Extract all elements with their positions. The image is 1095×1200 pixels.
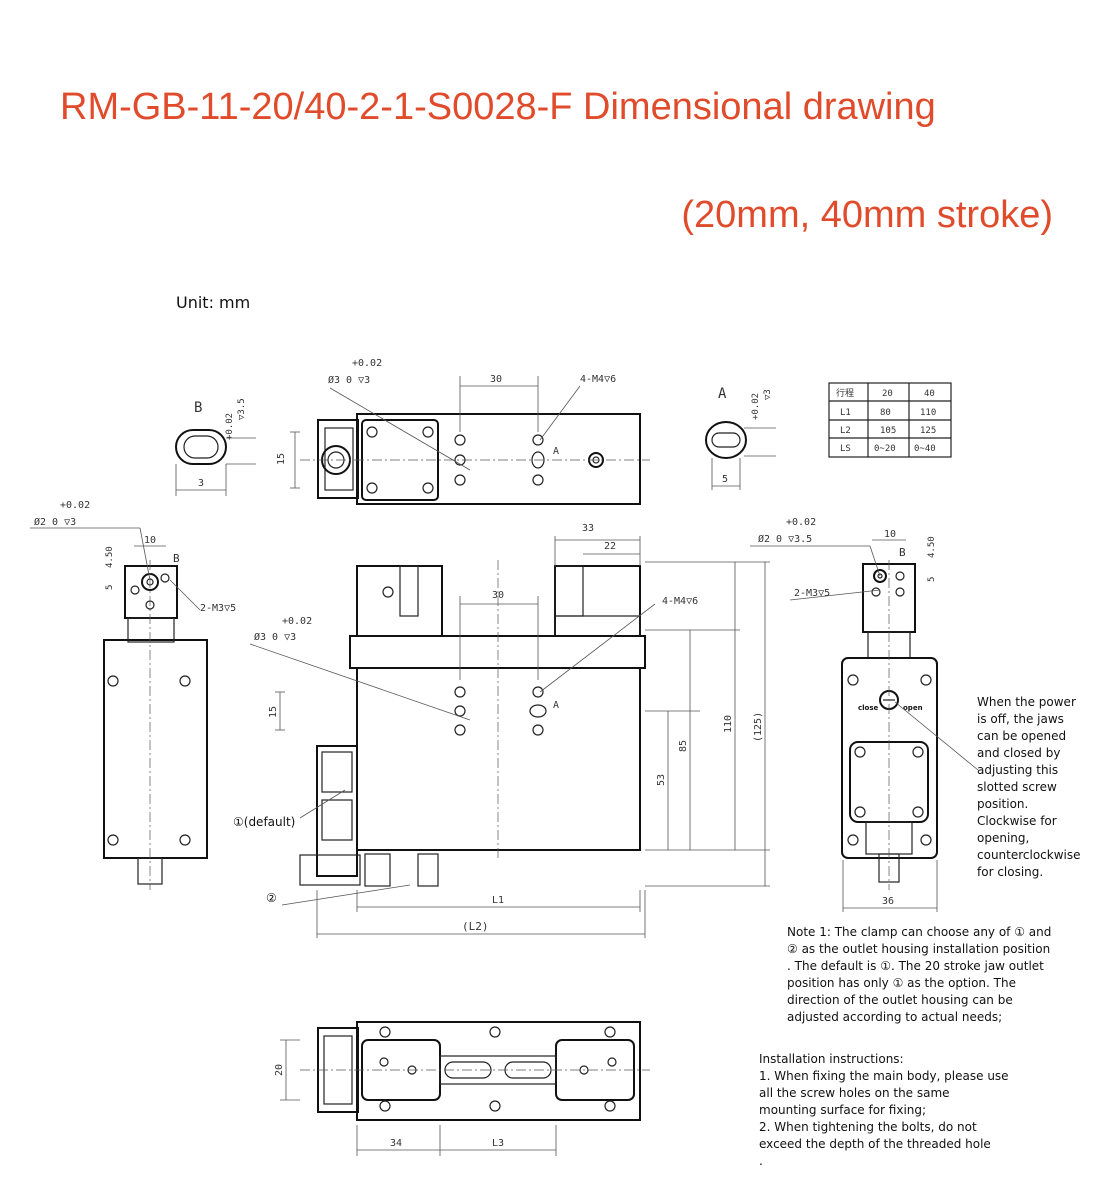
dim-l2: (L2) [462,920,489,933]
top-view: 30 4-M4▽6 +0.02 Ø3 0 ▽3 15 A [276,358,650,505]
dim-33: 33 [582,523,594,534]
stroke-table: 行程 20 40 L1 80 110 L2 105 125 LS 0~20 0~… [828,382,952,458]
note-1: Note 1: The clamp can choose any of ① an… [787,925,1052,1024]
dim-450-right: 4.50 [927,536,937,558]
table-cell: L1 [840,408,851,418]
label-open: open [903,704,923,712]
dim-5-right: 5 [927,577,937,582]
dim-30-top: 30 [490,374,502,385]
dim-53: 53 [656,774,667,786]
table-cell: L2 [840,426,851,436]
label-close: close [858,704,879,712]
label-b-right: B [899,546,906,559]
dim-tol-b: +0.02 [225,413,235,440]
dim-3-a: ▽3 [763,389,773,400]
dim-36: 36 [882,896,894,907]
view-b-detail: B 3 ▽3.5 +0.02 [175,398,256,496]
install-heading: Installation instructions: [759,1052,904,1066]
label-default-position: ①(default) [233,815,295,829]
dim-hole-left: Ø2 0 ▽3 [34,516,76,528]
dim-m4-top: 4-M4▽6 [580,374,616,385]
table-header-1: 20 [882,389,893,399]
label-a-top: A [553,446,559,457]
left-side-view: +0.02 Ø2 0 ▽3 10 4.50 5 2-M3▽5 B [30,500,236,890]
dim-125: (125) [753,712,764,742]
table-cell: LS [840,444,851,454]
right-side-view: close open +0.02 Ø2 0 ▽3.5 10 4.50 5 2-M… [750,517,979,912]
table-cell: 125 [920,426,936,436]
dim-110: 110 [723,715,734,733]
label-view-b: B [194,400,202,416]
dim-10-right: 10 [884,529,896,540]
dim-tol-left: +0.02 [60,500,90,511]
table-header-0: 行程 [836,387,854,399]
install-item-2: 2. When tightening the bolts, do not exc… [759,1120,991,1151]
dim-22: 22 [604,541,616,552]
front-view: 30 4-M4▽6 33 22 +0.02 Ø3 0 ▽3 15 53 85 1… [233,523,770,938]
view-a-detail: A 5 ▽3 +0.02 [705,386,776,490]
dim-tol-right: +0.02 [786,517,816,528]
table-header-2: 40 [924,389,935,399]
dim-hole-top: Ø3 0 ▽3 [328,374,370,386]
table-cell: 105 [880,426,896,436]
power-off-note: When the power is off, the jaws can be o… [977,695,1081,879]
page-subtitle: (20mm, 40mm stroke) [681,194,1053,236]
unit-label: Unit: mm [176,293,251,312]
dim-85: 85 [678,740,689,752]
table-cell: 0~20 [874,444,896,454]
table-cell: 80 [880,408,891,418]
install-item-1: 1. When fixing the main body, please use… [759,1069,1009,1117]
dim-15-top: 15 [276,453,287,465]
dim-tol-top: +0.02 [352,358,382,369]
dim-34: 34 [390,1138,402,1149]
dim-3-5-b: ▽3.5 [237,398,247,420]
dim-10-left: 10 [144,535,156,546]
dim-30-mid: 30 [492,590,504,601]
table-cell: 0~40 [914,444,936,454]
dim-tol-mid: +0.02 [282,616,312,627]
label-view-a: A [718,386,727,402]
label-position-2: ② [266,891,277,905]
dim-m4-mid: 4-M4▽6 [662,596,698,607]
dim-3: 3 [198,478,204,489]
dim-5-left: 5 [105,585,115,590]
dim-450-left: 4.50 [105,546,115,568]
dim-15-mid: 15 [268,706,279,718]
dim-5: 5 [722,474,728,485]
dim-20: 20 [274,1064,285,1076]
dim-m3-left: 2-M3▽5 [200,603,236,614]
dim-l1: L1 [492,895,504,906]
dim-tol-a: +0.02 [751,393,761,420]
installation-instructions: Installation instructions: 1. When fixin… [759,1051,1009,1170]
bottom-view: 20 34 L3 [274,1021,650,1156]
table-cell: 110 [920,408,936,418]
dim-l3: L3 [492,1138,504,1149]
label-b-left: B [173,552,180,565]
dim-hole-mid: Ø3 0 ▽3 [254,631,296,643]
install-tail: . [759,1154,763,1168]
page-title: RM-GB-11-20/40-2-1-S0028-F Dimensional d… [60,86,936,128]
dim-m3-right: 2-M3▽5 [794,588,830,599]
dim-hole-right: Ø2 0 ▽3.5 [758,533,812,545]
label-a-mid: A [553,700,559,711]
